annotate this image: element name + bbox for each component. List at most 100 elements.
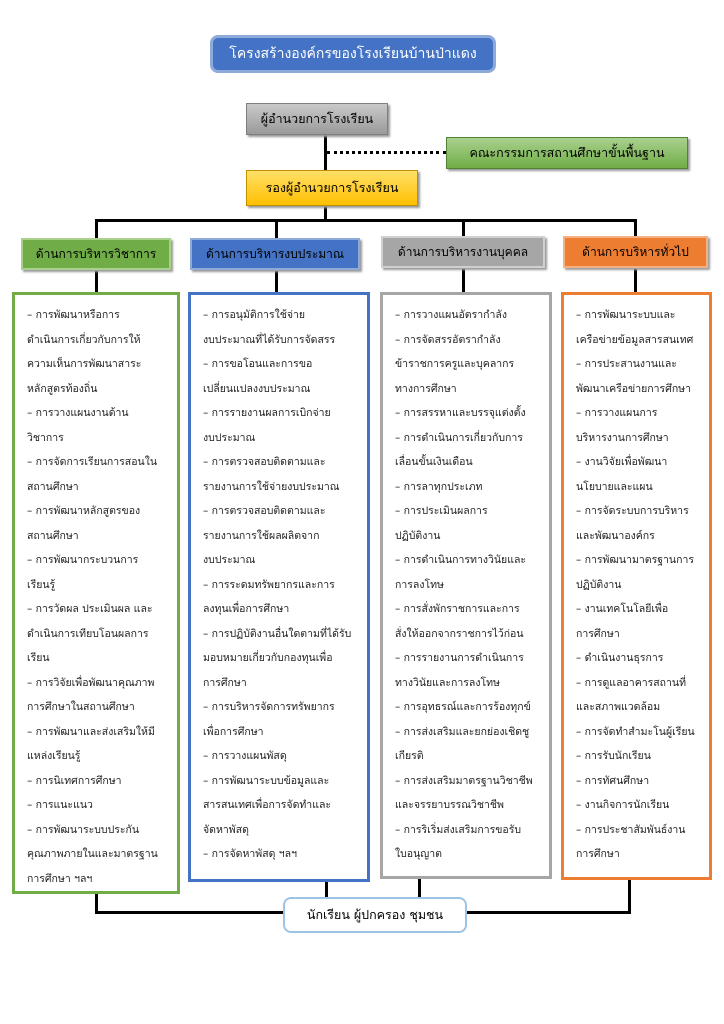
duty-item: – การดำเนินการทางวินัยและ (395, 554, 527, 566)
duty-item: การศึกษาในสถานศึกษา (27, 701, 135, 713)
duty-item: – การส่งเสริมมาตรฐานวิชาชีพ (395, 774, 533, 787)
duty-item: – การจัดสรรอัตรากำลัง (395, 333, 501, 346)
connector-top-horizontal (95, 219, 637, 222)
duty-item: – การพัฒนาระบบประกัน (27, 823, 140, 836)
duty-item: – การวางแผนอัตรากำลัง (395, 309, 507, 321)
duty-item: เลื่อนขั้นเงินเดือน (395, 456, 473, 468)
duty-item: การศึกษา ฯลฯ (27, 872, 93, 885)
connector-head-col-academic (95, 271, 98, 293)
duty-item: และจรรยาบรรณวิชาชีพ (395, 799, 504, 811)
connector-bottom-personnel (418, 878, 421, 898)
duty-item: – การแนะแนว (27, 799, 93, 811)
duty-item: – การดำเนินการเกี่ยวกับการ (395, 431, 523, 444)
duty-item: งบประมาณที่ได้รับการจัดสรร (203, 333, 336, 346)
duty-item: บริหารงานการศึกษา (576, 431, 669, 444)
duty-item: – การประชาสัมพันธ์งาน (576, 823, 686, 836)
connector-drop-general (634, 219, 637, 237)
deputy-director-box: รองผู้อำนวยการโรงเรียน (246, 170, 418, 206)
connector-bottom-general (628, 879, 631, 913)
duty-item: – การสรรหาและบรรจุแต่งตั้ง (395, 407, 526, 419)
connector-drop-personnel (462, 219, 465, 237)
duty-item: – งานกิจการนักเรียน (576, 799, 670, 811)
duty-item: – การลาทุกประเภท (395, 480, 483, 493)
duty-item: สถานศึกษา (27, 529, 79, 542)
duty-item: – การประสานงานและ (576, 358, 677, 370)
duty-item: – การอนุมัติการใช้จ่าย (203, 309, 306, 321)
duty-item: – การตรวจสอบติดตามและ (203, 456, 326, 468)
duty-item: – การจัดการเรียนการสอนใน (27, 456, 157, 468)
duty-item: – การวิจัยเพื่อพัฒนาคุณภาพ (27, 676, 155, 689)
academic-department-header: ด้านการบริหารวิชาการ (21, 238, 171, 270)
duty-item: – การรายงานผลการเบิกจ่าย (203, 407, 331, 419)
connector-director-board (327, 151, 446, 154)
connector-head-col-personnel (462, 269, 465, 293)
connector-drop-academic (95, 219, 98, 239)
connector-director-deputy (324, 135, 327, 171)
personnel-department-header: ด้านการบริหารงานบุคคล (381, 236, 545, 268)
duty-item: การศึกษา (203, 676, 247, 689)
director-box: ผู้อำนวยการโรงเรียน (246, 103, 388, 135)
duty-item: – การดูแลอาคารสถานที่ (576, 676, 687, 689)
duty-item: – การพัฒนาหลักสูตรของ (27, 505, 141, 517)
duty-item: – การพัฒนาระบบข้อมูลและ (203, 774, 330, 787)
general-duties-list: – การพัฒนาระบบและเครือข่ายข้อมูลสารสนเทศ… (561, 292, 712, 880)
duty-item: รายงานการใช้จ่ายงบประมาณ (203, 480, 340, 493)
duty-item: ปฏิบัติงาน (395, 529, 441, 542)
duty-item: ใบอนุญาต (395, 848, 442, 860)
duty-item: – การส่งเสริมและยกย่องเชิดชู (395, 725, 530, 738)
duty-item: – ดำเนินงานธุรการ (576, 652, 664, 664)
budget-department-header: ด้านการบริหารงบประมาณ (190, 238, 360, 270)
duty-item: เครือข่ายข้อมูลสารสนเทศ (576, 333, 694, 346)
duty-item: – การพัฒนาหรือการ (27, 309, 120, 321)
duty-item: สารสนเทศเพื่อการจัดทำและ (203, 799, 332, 811)
duty-item: พัฒนาเครือข่ายการศึกษา (576, 382, 691, 395)
duty-item: – การรับนักเรียน (576, 750, 651, 762)
duty-item: – การนิเทศการศึกษา (27, 774, 122, 787)
diagram-title: โครงสร้างองค์กรของโรงเรียนบ้านป่าแดง (210, 35, 496, 73)
duty-item: เรียน (27, 652, 50, 664)
duty-item: – การทัศนศึกษา (576, 774, 650, 787)
duty-item: มอบหมายเกี่ยวกับกองทุนเพื่อ (203, 652, 333, 664)
duty-item: – การปฏิบัติงานอื่นใดตามที่ได้รับ (203, 627, 352, 640)
budget-duties-list: – การอนุมัติการใช้จ่ายงบประมาณที่ได้รับก… (188, 292, 370, 882)
duty-item: – การจัดระบบการบริหาร (576, 505, 689, 517)
duty-item: – การตรวจสอบติดตามและ (203, 505, 326, 517)
connector-bottom-academic (95, 893, 98, 913)
duty-item: หลักสูตรท้องถิ่น (27, 382, 98, 395)
general-department-header: ด้านการบริหารทั่วไป (563, 236, 708, 268)
duty-item: – การพัฒนาและส่งเสริมให้มี (27, 725, 155, 738)
duty-item: ลงทุนเพื่อการศึกษา (203, 603, 290, 615)
academic-duties-list: – การพัฒนาหรือการดำเนินการเกี่ยวกับการให… (12, 292, 180, 894)
duty-item: ดำเนินการเทียบโอนผลการ (27, 627, 149, 640)
duty-item: รายงานการใช้ผลผลิตจาก (203, 529, 320, 542)
duty-item: – การวางแผนการ (576, 407, 658, 419)
duty-item: – การประเมินผลการ (395, 505, 488, 517)
duty-item: งบประมาณ (203, 554, 256, 566)
duty-item: ความเห็นการพัฒนาสาระ (27, 358, 142, 370)
duty-item: การศึกษา (576, 627, 620, 640)
duty-item: – การพัฒนามาตรฐานการ (576, 554, 694, 566)
duty-item: ข้าราชการครูและบุคลากร (395, 358, 515, 370)
connector-head-col-general (634, 269, 637, 293)
duty-item: เปลี่ยนแปลงงบประมาณ (203, 382, 311, 395)
duty-item: – การจัดทำสำมะโนผู้เรียน (576, 725, 695, 738)
duty-item: ทางการศึกษา (395, 382, 457, 395)
stakeholders-box: นักเรียน ผู้ปกครอง ชุมชน (283, 897, 467, 933)
duty-item: – การพัฒนาระบบและ (576, 309, 676, 321)
connector-bottom-budget (325, 881, 328, 898)
duty-item: – การสั่งพักราชการและการ (395, 603, 520, 615)
duty-item: และสภาพแวดล้อม (576, 701, 661, 713)
duty-item: เกียรติ (395, 750, 424, 762)
duty-item: นโยบายและแผน (576, 480, 653, 493)
duty-item: งบประมาณ (203, 431, 256, 444)
duty-item: – การริเริ่มส่งเสริมการขอรับ (395, 823, 522, 836)
duty-item: สั่งให้ออกจากราชการไว้ก่อน (395, 627, 524, 640)
duty-item: – การระดมทรัพยากรและการ (203, 578, 335, 591)
duty-item: – การบริหารจัดการทรัพยากร (203, 701, 335, 713)
duty-item: – การจัดหาพัสดุ ฯลฯ (203, 848, 297, 860)
school-board-box: คณะกรรมการสถานศึกษาขั้นพื้นฐาน (446, 137, 688, 169)
duty-item: – งานวิจัยเพื่อพัฒนา (576, 456, 668, 468)
duty-item: – การวางแผนพัสดุ (203, 750, 287, 762)
duty-item: – การพัฒนากระบวนการ (27, 554, 139, 566)
duty-item: การศึกษา (576, 848, 620, 860)
